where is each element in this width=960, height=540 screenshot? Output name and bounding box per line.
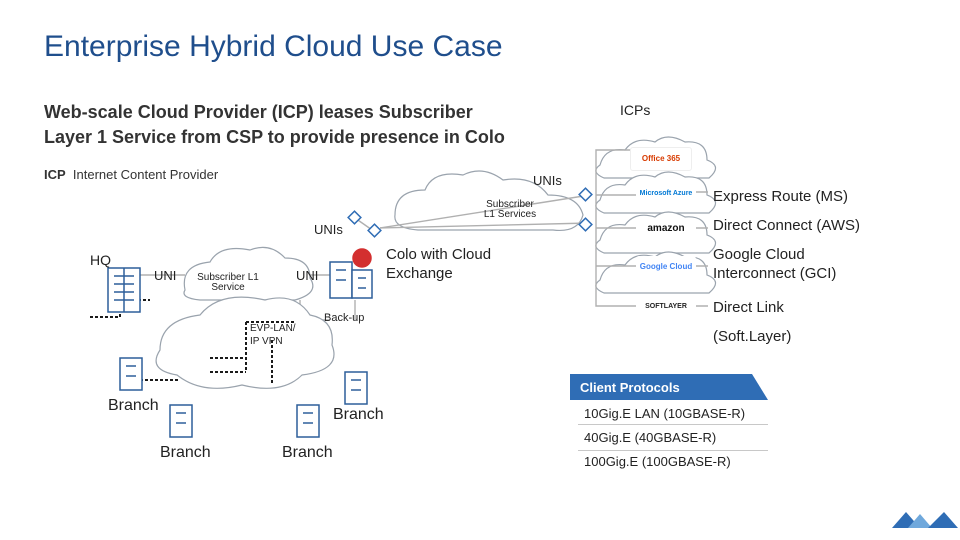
icp-port-2 (578, 217, 593, 232)
hq-label: HQ (90, 252, 111, 268)
client-protocol-item: 100Gig.E (100GBASE-R) (584, 454, 731, 469)
icp-link-bus (595, 155, 640, 307)
azure-logo: Microsoft Azure (636, 183, 696, 205)
client-protocol-item: 10Gig.E LAN (10GBASE-R) (584, 406, 746, 421)
gci-label-line2: Interconnect (GCI) (713, 265, 837, 282)
branch-4-icon (344, 371, 368, 405)
uni-mid-line-2 (379, 222, 591, 229)
unis-mid-label: UNIs (314, 222, 343, 237)
client-protocols-header: Client Protocols (580, 380, 680, 395)
evp-lan-label: EVP-LAN/ IP VPN (250, 323, 296, 347)
direct-connect-label: Direct Connect (AWS) (713, 217, 860, 234)
icp-text: Internet Content Provider (72, 167, 219, 182)
hq-building-icon (107, 267, 141, 313)
branch-label-4: Branch (333, 406, 384, 423)
uni-mid-line (379, 194, 591, 229)
client-protocols-banner (570, 374, 768, 400)
express-route-label: Express Route (MS) (713, 188, 849, 205)
branch-3-icon (296, 404, 320, 438)
uni-right-label: UNI (296, 268, 319, 283)
slide-subtitle: Web-scale Cloud Provider (ICP) leases Su… (44, 102, 505, 147)
subscriber-l1-services-cloud (394, 170, 584, 232)
colo-port (367, 223, 382, 238)
branch-label-3: Branch (282, 444, 333, 461)
protocol-divider (578, 424, 768, 425)
backup-label: Back-up (324, 312, 365, 324)
unis-top-label: UNIs (533, 173, 562, 188)
cloud-exchange-icon (352, 248, 372, 268)
branch-label-2: Branch (160, 444, 211, 461)
direct-link-label-line1: Direct Link (713, 299, 784, 316)
subscriber-l1-service-cloud (183, 246, 314, 301)
icp-definition: ICP Internet Content Provider (44, 167, 218, 182)
company-logo (892, 512, 958, 528)
branch-buildings (119, 357, 368, 438)
subscriber-l1-services-label: Subscriber L1 Services (483, 199, 537, 220)
slide-title: Enterprise Hybrid Cloud Use Case (44, 30, 503, 63)
branch-1-icon (119, 357, 143, 391)
client-protocol-item: 40Gig.E (40GBASE-R) (584, 430, 717, 445)
colo-label: Colo with Cloud Exchange (386, 246, 492, 282)
uni-top-port (347, 210, 362, 225)
colo-building-icon (329, 248, 373, 299)
port-nodes (347, 187, 593, 238)
branch-2-icon (169, 404, 193, 438)
icp-link-1 (595, 149, 640, 155)
protocol-divider (578, 450, 768, 451)
icp-abbr: ICP (44, 167, 66, 182)
gci-label-line1: Google Cloud (713, 246, 805, 263)
direct-link-label-line2: (Soft.Layer) (713, 328, 792, 345)
office365-logo: Office 365 (630, 147, 692, 171)
subscriber-l1-service-label: Subscriber L1 Service (197, 272, 259, 293)
uni-left-label: UNI (154, 268, 177, 283)
softlayer-logo: SOFTLAYER (636, 296, 696, 318)
icps-label: ICPs (620, 102, 651, 118)
icp-port-1 (578, 187, 593, 202)
branch-label-1: Branch (108, 397, 159, 414)
amazon-logo: amazon (636, 218, 696, 240)
google-cloud-logo: Google Cloud (636, 256, 696, 278)
